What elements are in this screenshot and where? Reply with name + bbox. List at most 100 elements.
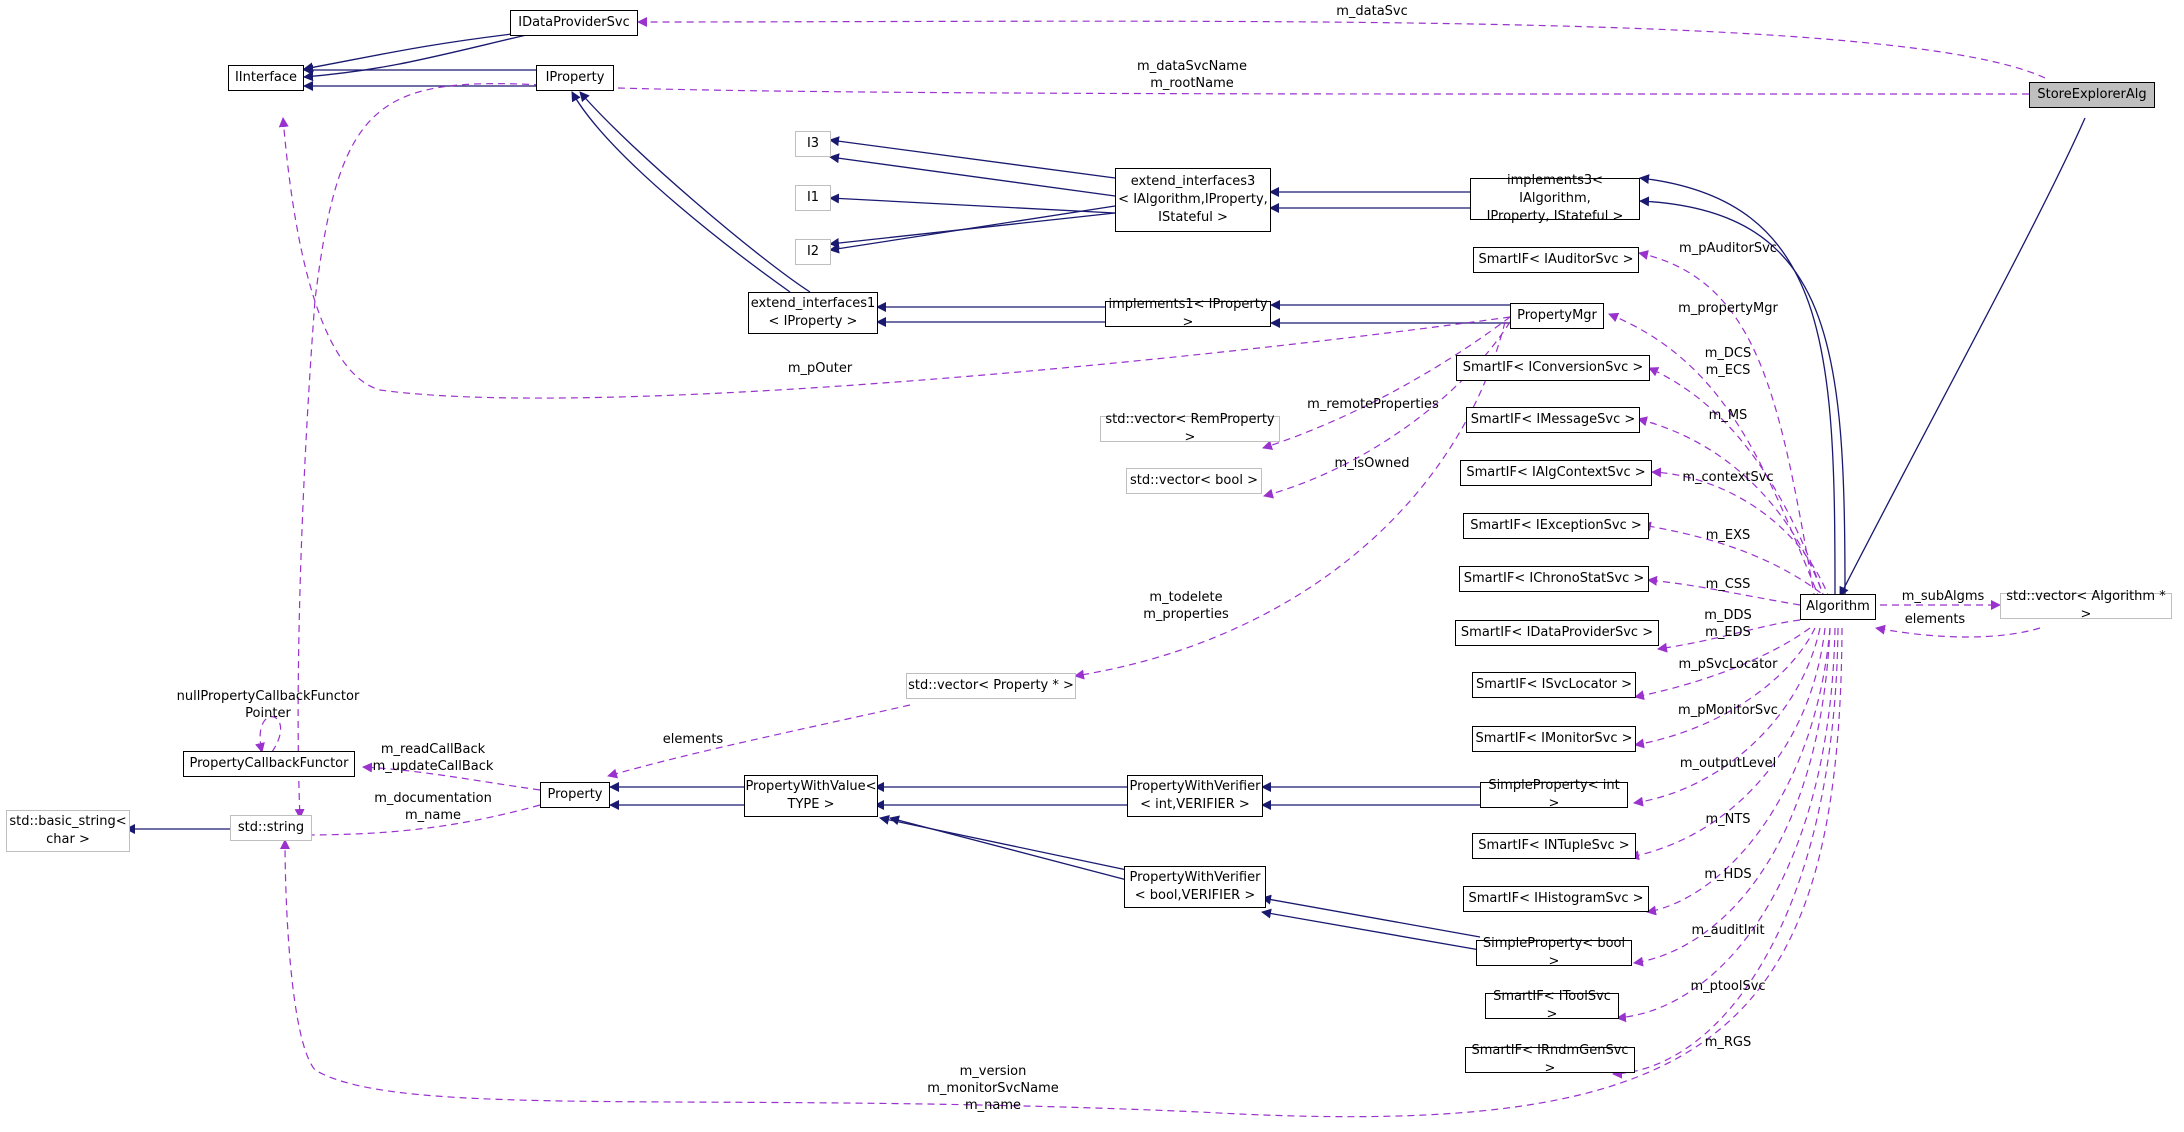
label-line: m_RGS — [1704, 1035, 1752, 1050]
edge-label-m-exs: m_EXS — [1706, 527, 1751, 544]
label-line: m_dataSvc — [1336, 4, 1408, 19]
inherit-edge — [1639, 174, 1836, 597]
edge-label-m-pouter: m_pOuter — [788, 360, 852, 377]
node-label: PropertyWithValue< — [745, 779, 877, 794]
node-property[interactable]: Property — [540, 782, 610, 808]
usage-edge — [1616, 627, 1836, 1023]
node-property-with-value[interactable]: PropertyWithValue< TYPE > — [744, 775, 878, 817]
node-std-basic-string[interactable]: std::basic_string<char > — [6, 810, 130, 852]
inherit-edge — [303, 32, 536, 82]
node-smartif-imessagesvc[interactable]: SmartIF< IMessageSvc > — [1466, 407, 1640, 433]
node-label: std::string — [237, 820, 305, 835]
label-line: m_ECS — [1705, 363, 1751, 378]
node-property-callback-functor[interactable]: PropertyCallbackFunctor — [183, 751, 355, 777]
edge-label-m-ptoolsvc: m_ptoolSvc — [1690, 978, 1765, 995]
node-vector-bool[interactable]: std::vector< bool > — [1126, 468, 1262, 494]
node-label: SmartIF< ISvcLocator > — [1475, 677, 1633, 692]
node-smartif-isvclocator[interactable]: SmartIF< ISvcLocator > — [1472, 672, 1636, 698]
edge-label-elements-algvec: elements — [1905, 611, 1965, 628]
node-label: IDataProviderSvc — [518, 15, 630, 30]
node-algorithm[interactable]: Algorithm — [1800, 594, 1876, 620]
usage-edge — [255, 716, 282, 753]
label-line: m_HDS — [1704, 867, 1752, 882]
edge-label-m-css: m_CSS — [1706, 576, 1751, 593]
usage-edge — [278, 117, 1511, 399]
node-std-string[interactable]: std::string — [230, 815, 312, 841]
node-simple-property-int[interactable]: SimpleProperty< int > — [1480, 778, 1628, 811]
label-line: elements — [1904, 612, 1966, 627]
usage-edge — [1646, 627, 1831, 916]
inherit-edge — [829, 212, 1116, 248]
node-smartif-imonitorsvc[interactable]: SmartIF< IMonitorSvc > — [1472, 726, 1636, 752]
node-smartif-intuplesvc[interactable]: SmartIF< INTupleSvc > — [1472, 833, 1636, 859]
node-extend-interfaces3[interactable]: extend_interfaces3< IAlgorithm,IProperty… — [1115, 168, 1271, 232]
label-line: m_NTS — [1705, 812, 1751, 827]
label-line: m_rootName — [1150, 76, 1234, 91]
node-pwv-int[interactable]: PropertyWithVerifier< int,VERIFIER > — [1127, 775, 1263, 817]
node-implements3[interactable]: implements3< IAlgorithm,IProperty, IStat… — [1470, 173, 1640, 224]
label-line: m_auditInit — [1691, 923, 1765, 938]
node-simple-property-bool[interactable]: SimpleProperty< bool > — [1476, 936, 1632, 969]
node-idataprovidersvc[interactable]: IDataProviderSvc — [510, 10, 638, 36]
inherit-edge — [303, 32, 521, 73]
node-store-explorer-alg[interactable]: StoreExplorerAlg — [2029, 82, 2155, 108]
inherit-edge — [829, 136, 1116, 179]
node-property-mgr[interactable]: PropertyMgr — [1510, 303, 1604, 329]
usage-edge — [1262, 316, 1511, 451]
node-label: < IProperty > — [768, 314, 858, 329]
node-label: PropertyMgr — [1517, 308, 1597, 323]
node-i3[interactable]: I3 — [795, 131, 831, 157]
node-smartif-ihistogramsvc[interactable]: SmartIF< IHistogramSvc > — [1463, 886, 1649, 912]
edge-label-m-pauditorsvc: m_pAuditorSvc — [1679, 240, 1777, 257]
node-extend-interfaces1[interactable]: extend_interfaces1< IProperty > — [748, 292, 878, 334]
node-label: StoreExplorerAlg — [2037, 87, 2147, 102]
node-smartif-ialgcontextsvc[interactable]: SmartIF< IAlgContextSvc > — [1460, 460, 1652, 486]
node-label: IInterface — [234, 70, 298, 85]
inherit-edge — [1839, 117, 2086, 597]
node-smartif-iconversionsvc[interactable]: SmartIF< IConversionSvc > — [1456, 355, 1650, 381]
label-line: m_subAlgms — [1901, 589, 1985, 604]
node-implements1[interactable]: implements1< IProperty > — [1105, 297, 1271, 330]
usage-edge — [362, 762, 541, 791]
edge-label-m-propertymgr: m_propertyMgr — [1678, 300, 1778, 317]
node-smartif-iauditorsvc[interactable]: SmartIF< IAuditorSvc > — [1473, 247, 1639, 273]
edge-label-m-auditinit: m_auditInit — [1691, 922, 1764, 939]
usage-edge — [637, 16, 2046, 79]
edge-label-m-remoteproperties: m_remoteProperties — [1307, 396, 1439, 413]
label-line: m_outputLevel — [1679, 756, 1777, 771]
node-iinterface[interactable]: IInterface — [228, 65, 304, 91]
label-line: m_name — [404, 808, 462, 823]
node-i1[interactable]: I1 — [795, 185, 831, 211]
node-vector-algorithm-ptr[interactable]: std::vector< Algorithm * > — [2000, 589, 2172, 622]
node-label: PropertyCallbackFunctor — [189, 756, 349, 771]
node-smartif-irndmgensvc[interactable]: SmartIF< IRndmGenSvc > — [1465, 1043, 1635, 1076]
label-line: m_EXS — [1705, 528, 1751, 543]
node-i2[interactable]: I2 — [795, 239, 831, 265]
node-pwv-bool[interactable]: PropertyWithVerifier< bool,VERIFIER > — [1124, 866, 1266, 908]
label-line: m_CSS — [1705, 577, 1751, 592]
node-smartif-idataprovidersvc[interactable]: SmartIF< IDataProviderSvc > — [1455, 620, 1659, 646]
edge-label-m-rgs: m_RGS — [1705, 1034, 1752, 1051]
edge-label-m-ms: m_MS — [1709, 407, 1748, 424]
inherit-edge — [579, 91, 811, 293]
inherit-edge — [829, 193, 1116, 214]
node-smartif-itoolsvc[interactable]: SmartIF< IToolSvc > — [1485, 989, 1619, 1022]
node-smartif-ichronostatsvc[interactable]: SmartIF< IChronoStatSvc > — [1459, 566, 1649, 592]
node-smartif-iexceptionsvc[interactable]: SmartIF< IExceptionSvc > — [1463, 513, 1649, 539]
node-label: SmartIF< IMonitorSvc > — [1475, 731, 1633, 746]
node-label: SmartIF< IExceptionSvc > — [1470, 518, 1642, 533]
node-label: PropertyWithVerifier — [1129, 779, 1261, 794]
node-label: SmartIF< IHistogramSvc > — [1468, 891, 1644, 906]
node-vector-remproperty[interactable]: std::vector< RemProperty > — [1100, 412, 1280, 445]
node-label: I1 — [806, 190, 820, 205]
label-line: nullPropertyCallbackFunctor — [176, 689, 360, 704]
usage-edge — [1647, 575, 1801, 606]
node-label: extend_interfaces3 — [1130, 174, 1256, 189]
edge-label-m-contextsvc: m_contextSvc — [1682, 469, 1773, 486]
usage-edge — [1633, 627, 1831, 967]
node-iproperty[interactable]: IProperty — [536, 65, 614, 91]
node-vector-property-ptr[interactable]: std::vector< Property * > — [906, 673, 1076, 699]
node-label: TYPE > — [787, 797, 835, 812]
